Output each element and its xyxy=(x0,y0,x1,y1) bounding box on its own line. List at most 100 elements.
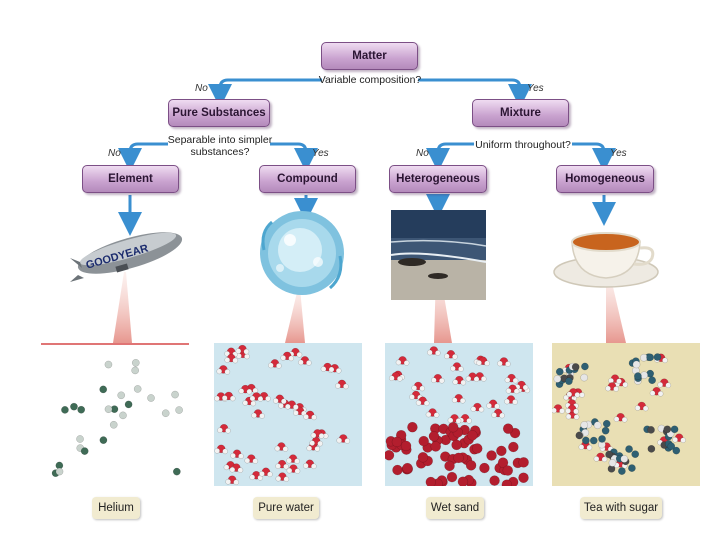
water-molecule-hydrogen xyxy=(465,375,472,382)
sugar-atom xyxy=(555,367,564,376)
water-molecule-hydrogen xyxy=(216,368,223,375)
water-molecule-hydrogen xyxy=(259,413,265,419)
sand-particle xyxy=(486,450,497,461)
water-molecule-hydrogen xyxy=(559,408,565,414)
helium-atom xyxy=(119,411,127,420)
sand-particle xyxy=(407,421,418,433)
water-molecule-hydrogen xyxy=(276,363,282,369)
water-molecule-hydrogen xyxy=(415,399,422,406)
water-molecule-hydrogen xyxy=(425,411,432,418)
water-molecule-hydrogen xyxy=(451,397,458,404)
water-molecule-hydrogen xyxy=(455,417,462,424)
helium-atom xyxy=(55,467,64,476)
water-molecule-hydrogen xyxy=(284,403,291,410)
arrow-mix-no xyxy=(426,142,474,172)
helium-atom xyxy=(131,358,140,367)
water-molecule-hydrogen xyxy=(274,445,281,452)
water-molecule-hydrogen xyxy=(486,402,492,409)
water-molecule-hydrogen xyxy=(396,375,403,382)
water-molecule-hydrogen xyxy=(480,376,487,382)
water-molecule-hydrogen xyxy=(335,383,341,389)
sugar-atom xyxy=(571,363,580,371)
matter-box: Matter xyxy=(321,42,418,70)
water-molecule-hydrogen xyxy=(298,359,304,366)
water-molecule-hydrogen xyxy=(613,416,620,423)
water-molecule-hydrogen xyxy=(225,427,231,434)
question-separable-line2: substances? xyxy=(190,146,250,158)
tea-panel xyxy=(552,343,700,486)
mixture-box: Mixture xyxy=(472,99,569,127)
sand-particle xyxy=(496,445,507,457)
water-image xyxy=(260,211,344,295)
water-molecule-hydrogen xyxy=(621,416,628,423)
water-molecule-hydrogen xyxy=(233,479,240,486)
water-molecule-hydrogen xyxy=(601,456,608,463)
water-molecule-hydrogen xyxy=(214,447,220,454)
sand-particle xyxy=(428,430,440,442)
water-molecule-hydrogen xyxy=(573,408,579,415)
water-molecule-hydrogen xyxy=(249,395,256,402)
water-molecule-hydrogen xyxy=(249,474,256,481)
water-molecule-hydrogen xyxy=(246,388,253,395)
water-molecule-hydrogen xyxy=(252,458,259,464)
helium-atom xyxy=(99,436,108,445)
water-molecule-hydrogen xyxy=(403,360,410,366)
sand-molecules xyxy=(385,346,531,486)
question-uniform: Uniform throughout? xyxy=(475,139,571,151)
caption-wet-sand: Wet sand xyxy=(426,497,484,519)
water-molecule-hydrogen xyxy=(433,412,440,418)
water-molecule-hydrogen xyxy=(336,437,343,444)
sugar-atom xyxy=(640,371,649,380)
sand-particle xyxy=(472,443,483,454)
water-molecule-hydrogen xyxy=(579,392,585,398)
helium-atoms xyxy=(51,358,183,478)
water-molecule-hydrogen xyxy=(217,427,223,434)
question-separable-line1: Separable into simpler xyxy=(167,134,273,146)
heterogeneous-box: Heterogeneous xyxy=(389,165,487,193)
helium-atom xyxy=(77,405,86,414)
sugar-atom xyxy=(646,353,654,362)
sugar-atom xyxy=(565,377,573,386)
helium-atom xyxy=(124,400,133,409)
sugar-atom xyxy=(628,464,636,472)
water-molecule-hydrogen xyxy=(318,433,325,439)
water-molecule-hydrogen xyxy=(395,359,402,366)
question-separable: Separable into simpler substances? xyxy=(160,134,280,158)
question-variable-composition: Variable composition? xyxy=(318,74,422,86)
water-molecule-hydrogen xyxy=(476,359,482,366)
sand-particle xyxy=(479,462,490,474)
water-molecule-hydrogen xyxy=(302,462,309,469)
sugar-atom xyxy=(632,360,641,369)
water-molecule-hydrogen xyxy=(605,385,611,392)
water-molecule-hydrogen xyxy=(452,379,459,385)
sugar-atom xyxy=(580,421,589,429)
wet-sand-panel xyxy=(385,343,533,486)
water-molecule-hydrogen xyxy=(224,350,230,357)
sugar-atom xyxy=(647,426,655,434)
sugar-atom xyxy=(667,442,676,451)
label-yes-homo: Yes xyxy=(610,148,627,159)
water-molecule-hydrogen xyxy=(649,390,656,397)
water-molecule-hydrogen xyxy=(473,376,480,383)
sugar-atom xyxy=(670,425,679,434)
water-molecule-hydrogen xyxy=(232,357,239,364)
water-molecule-hydrogen xyxy=(505,387,512,394)
water-molecule-hydrogen xyxy=(622,381,629,388)
sand-particle xyxy=(502,465,514,476)
label-no-variable: No xyxy=(195,83,208,94)
arrow-matter-no xyxy=(208,78,322,108)
water-molecule-hydrogen xyxy=(458,366,464,372)
water-molecule-hydrogen xyxy=(450,365,456,372)
water-molecule-hydrogen xyxy=(452,353,458,360)
sand-particle xyxy=(430,441,441,452)
water-molecule-hydrogen xyxy=(566,391,573,398)
sand-particle xyxy=(392,464,403,476)
water-molecule-hydrogen xyxy=(494,403,500,410)
sand-particle xyxy=(417,452,429,463)
water-molecule-hydrogen xyxy=(309,440,316,446)
water-molecule-hydrogen xyxy=(306,360,312,366)
water-molecule-hydrogen xyxy=(275,463,281,469)
water-molecule-hydrogen xyxy=(238,453,244,460)
water-molecule-hydrogen xyxy=(665,382,672,389)
